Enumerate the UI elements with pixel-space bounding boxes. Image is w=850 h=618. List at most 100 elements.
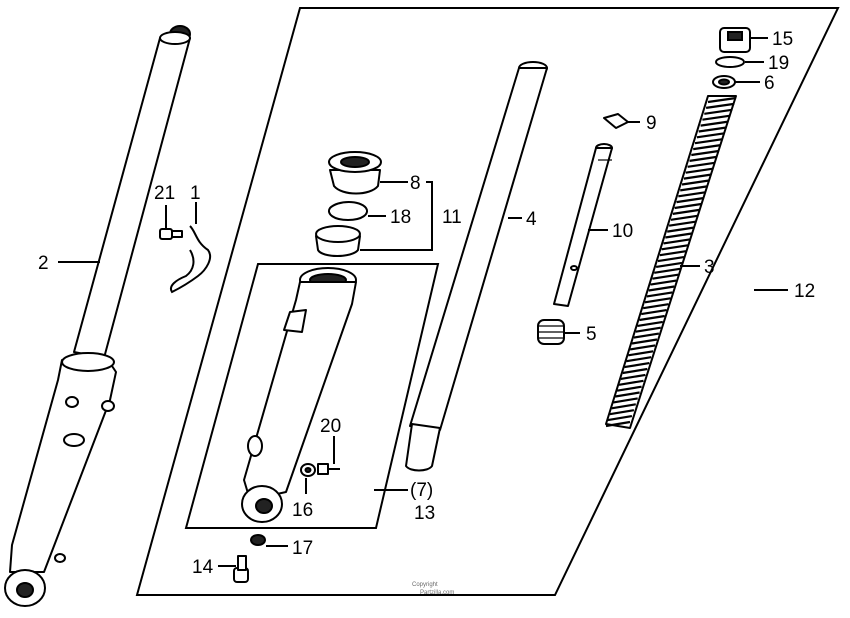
callout-1: 1 — [190, 183, 201, 204]
spring-coil — [702, 114, 731, 121]
spring-coil — [622, 367, 648, 375]
oil-seal-8 — [328, 151, 382, 195]
spring-coil — [693, 144, 721, 151]
callout-7: (7) — [410, 480, 433, 501]
spring-coil — [700, 120, 729, 127]
bushing-11 — [315, 225, 361, 257]
spring-coil — [680, 185, 708, 192]
callout-4: 4 — [526, 209, 537, 230]
spring-coil — [665, 232, 692, 239]
spring-coil — [687, 161, 715, 168]
spring-coil — [674, 202, 702, 210]
o-ring-17 — [250, 534, 266, 546]
bolt-21 — [159, 228, 183, 240]
bottom-case-7 — [241, 267, 357, 523]
spring-coil — [650, 279, 677, 286]
spring-coil — [628, 350, 654, 357]
piston-10 — [553, 143, 613, 307]
spring-coil — [631, 338, 658, 345]
spring-coil — [624, 362, 650, 369]
fork-spring-3 — [605, 95, 737, 429]
spring-coil — [704, 108, 733, 115]
fork-spring-coils — [605, 96, 737, 428]
spring-coil — [683, 173, 712, 180]
spring-coil — [609, 409, 635, 416]
copyright-line-2: Partzilla.com — [420, 590, 454, 596]
spring-coil — [616, 385, 642, 392]
spring-coil — [611, 403, 636, 410]
callout-10: 10 — [612, 221, 633, 242]
spring-coil — [642, 303, 669, 310]
spring-coil — [607, 415, 633, 422]
spring-coil — [635, 326, 661, 333]
clip-ring-18 — [328, 201, 368, 222]
spring-coil — [626, 356, 652, 363]
spring-coil — [641, 309, 667, 316]
spring-coil — [681, 179, 710, 186]
spring-coil — [605, 420, 631, 428]
callout-21: 21 — [154, 183, 175, 204]
spring-coil — [646, 291, 673, 298]
spring-coil — [613, 397, 638, 404]
callout-15: 15 — [772, 29, 793, 50]
spring-coil — [648, 285, 675, 292]
spring-coil — [618, 379, 644, 386]
spring-coil — [696, 132, 725, 139]
spring-coil — [659, 250, 687, 257]
callout-16: 16 — [292, 500, 313, 521]
callout-6: 6 — [764, 73, 775, 94]
spring-coil — [629, 344, 656, 351]
callout-20: 20 — [320, 416, 341, 437]
callout-9: 9 — [646, 113, 657, 134]
callout-12: 12 — [794, 281, 815, 302]
spring-coil — [707, 96, 737, 104]
callout-5: 5 — [586, 324, 597, 345]
spring-coil — [655, 261, 683, 268]
spring-coil — [694, 138, 723, 145]
spring-coil — [663, 238, 690, 245]
spring-coil — [633, 332, 660, 339]
leader-lines — [58, 37, 788, 567]
callout-19: 19 — [768, 53, 789, 74]
spring-coil — [676, 197, 704, 204]
spring-coil — [668, 220, 696, 227]
spring-coil — [657, 256, 685, 263]
copyright-watermark: Copyright Partzilla.com — [412, 582, 454, 596]
spring-coil — [678, 191, 706, 198]
clip-1 — [170, 225, 212, 294]
piston-ring-9 — [603, 113, 629, 129]
callout-18: 18 — [390, 207, 411, 228]
callout-labels: 2 21 1 8 18 11 4 9 10 5 15 19 6 3 12 20 … — [38, 29, 815, 578]
callout-3: 3 — [704, 257, 715, 278]
spring-coil — [685, 167, 714, 174]
fork-bolt-15 — [719, 27, 751, 53]
rebound-spring-5 — [537, 319, 565, 345]
callout-14: 14 — [192, 557, 214, 578]
assembly-boundary-13 — [184, 263, 440, 529]
callout-2: 2 — [38, 253, 49, 274]
callout-11: 11 — [442, 207, 462, 228]
spring-coil — [670, 214, 698, 221]
o-ring-19 — [715, 56, 745, 68]
spring-coil — [620, 373, 646, 380]
spring-seat-6 — [712, 75, 736, 89]
spring-coil — [652, 273, 679, 280]
spring-coil — [639, 314, 665, 322]
spring-coil — [698, 126, 727, 133]
fork-pipe-4 — [405, 61, 548, 472]
copyright-line-1: Copyright — [412, 582, 438, 588]
spring-coil — [615, 391, 640, 398]
callout-17: 17 — [292, 538, 313, 559]
spring-coil — [691, 149, 719, 157]
spring-coil — [667, 226, 694, 233]
spring-coil — [637, 320, 663, 327]
spring-coil — [689, 155, 717, 162]
callout-13: 13 — [414, 503, 435, 524]
washer-16 — [300, 463, 316, 477]
callout-8: 8 — [410, 173, 421, 194]
socket-bolt-14 — [233, 555, 249, 583]
drain-screw-20 — [317, 463, 340, 475]
spring-coil — [661, 244, 688, 251]
